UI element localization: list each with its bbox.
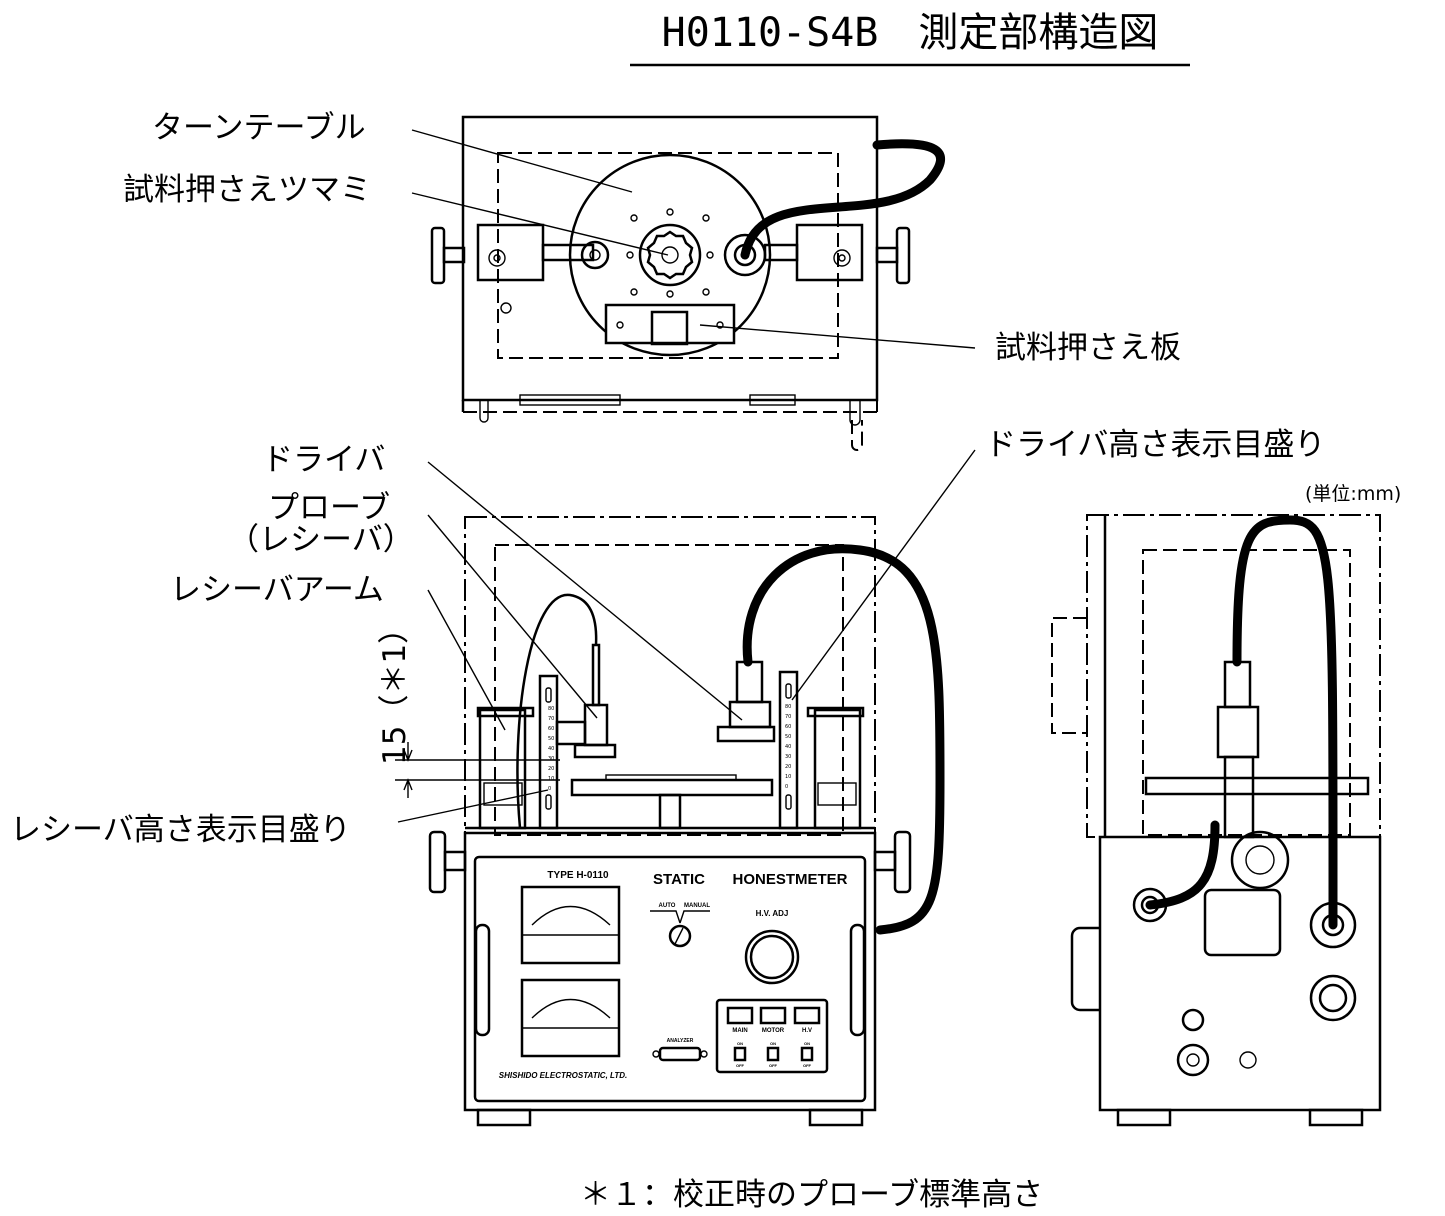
sample-knob xyxy=(646,230,694,280)
svg-text:OFF: OFF xyxy=(736,1063,745,1068)
svg-text:50: 50 xyxy=(548,736,554,742)
driver-cable xyxy=(742,544,945,935)
receiver-scale-ticks: 0 10 20 30 40 50 60 70 80 xyxy=(548,706,554,792)
svg-text:40: 40 xyxy=(785,744,791,750)
label-sample-plate: 試料押さえ板 xyxy=(995,330,1181,366)
svg-text:MAIN: MAIN xyxy=(732,1028,747,1034)
panel-name-right: HONESTMETER xyxy=(732,871,847,888)
analyzer-label: ANALYZER xyxy=(667,1038,694,1044)
meter-bottom xyxy=(520,978,621,1058)
label-probe-height: 15（＊1） xyxy=(377,613,413,765)
label-driver: ドライバ xyxy=(262,442,385,478)
svg-text:0: 0 xyxy=(785,784,788,790)
svg-text:30: 30 xyxy=(548,756,554,762)
maker-label: SHISHIDO ELECTROSTATIC, LTD. xyxy=(499,1071,627,1080)
top-cable xyxy=(740,139,945,260)
turntable xyxy=(568,153,772,357)
diagram-title: H0110-S4B 測定部構造図 xyxy=(662,10,1159,56)
panel-type: TYPE H-0110 xyxy=(547,870,609,881)
label-receiver: （レシーバ） xyxy=(228,522,414,558)
hv-adj-knob[interactable] xyxy=(749,934,795,980)
svg-text:50: 50 xyxy=(785,734,791,740)
svg-text:ON: ON xyxy=(737,1041,743,1046)
svg-text:60: 60 xyxy=(785,724,791,730)
svg-text:40: 40 xyxy=(548,746,554,752)
footnote: ＊１：校正時のプローブ標準高さ xyxy=(580,1177,1043,1213)
svg-text:80: 80 xyxy=(548,706,554,712)
svg-text:0: 0 xyxy=(548,786,551,792)
front-view: 0 10 20 30 40 50 60 70 80 0 10 20 30 40 50 60 70… xyxy=(428,516,945,1127)
label-turntable: ターンテーブル xyxy=(152,110,366,146)
label-receiver-arm: レシーバアーム xyxy=(170,572,384,608)
sample-plate xyxy=(604,303,736,345)
auto-label: AUTO xyxy=(659,903,676,909)
top-view xyxy=(430,115,945,451)
svg-text:70: 70 xyxy=(548,716,554,722)
switch-box xyxy=(715,998,829,1074)
label-driver-scale: ドライバ高さ表示目盛り xyxy=(985,427,1325,463)
auto-manual-selector[interactable] xyxy=(668,924,692,948)
svg-text:OFF: OFF xyxy=(769,1063,778,1068)
label-probe: プローブ xyxy=(268,490,390,526)
side-view xyxy=(1051,514,1382,1127)
driver xyxy=(735,660,764,704)
svg-text:MOTOR: MOTOR xyxy=(762,1028,785,1034)
svg-text:H.V: H.V xyxy=(802,1028,812,1034)
svg-text:60: 60 xyxy=(548,726,554,732)
analyzer-connector xyxy=(658,1046,702,1062)
manual-label: MANUAL xyxy=(684,903,710,909)
svg-text:30: 30 xyxy=(785,754,791,760)
label-receiver-scale: レシーバ高さ表示目盛り xyxy=(10,812,351,848)
hv-adj-label: H.V. ADJ xyxy=(756,909,789,918)
driver-scale-ticks: 0 10 20 30 40 50 60 70 80 xyxy=(785,704,791,790)
switch-motor[interactable]: MOTOR ON OFF xyxy=(759,1006,787,1068)
svg-text:70: 70 xyxy=(785,714,791,720)
svg-text:ON: ON xyxy=(804,1041,810,1046)
svg-text:ON: ON xyxy=(770,1041,776,1046)
svg-text:10: 10 xyxy=(548,776,554,782)
unit-label: (単位:mm) xyxy=(1305,483,1401,505)
svg-text:80: 80 xyxy=(785,704,791,710)
switch-hv[interactable]: H.V ON OFF xyxy=(793,1006,821,1068)
front-panel xyxy=(473,855,867,1103)
switch-main[interactable]: MAIN ON OFF xyxy=(726,1006,754,1068)
svg-text:20: 20 xyxy=(785,764,791,770)
meter-top xyxy=(520,885,621,965)
probe xyxy=(583,703,609,747)
svg-text:20: 20 xyxy=(548,766,554,772)
panel-name-left: STATIC xyxy=(653,871,705,888)
svg-text:10: 10 xyxy=(785,774,791,780)
svg-text:OFF: OFF xyxy=(803,1063,812,1068)
receiver-scale xyxy=(538,674,559,830)
label-sample-knob: 試料押さえツマミ xyxy=(123,172,371,208)
driver-scale xyxy=(778,670,799,830)
